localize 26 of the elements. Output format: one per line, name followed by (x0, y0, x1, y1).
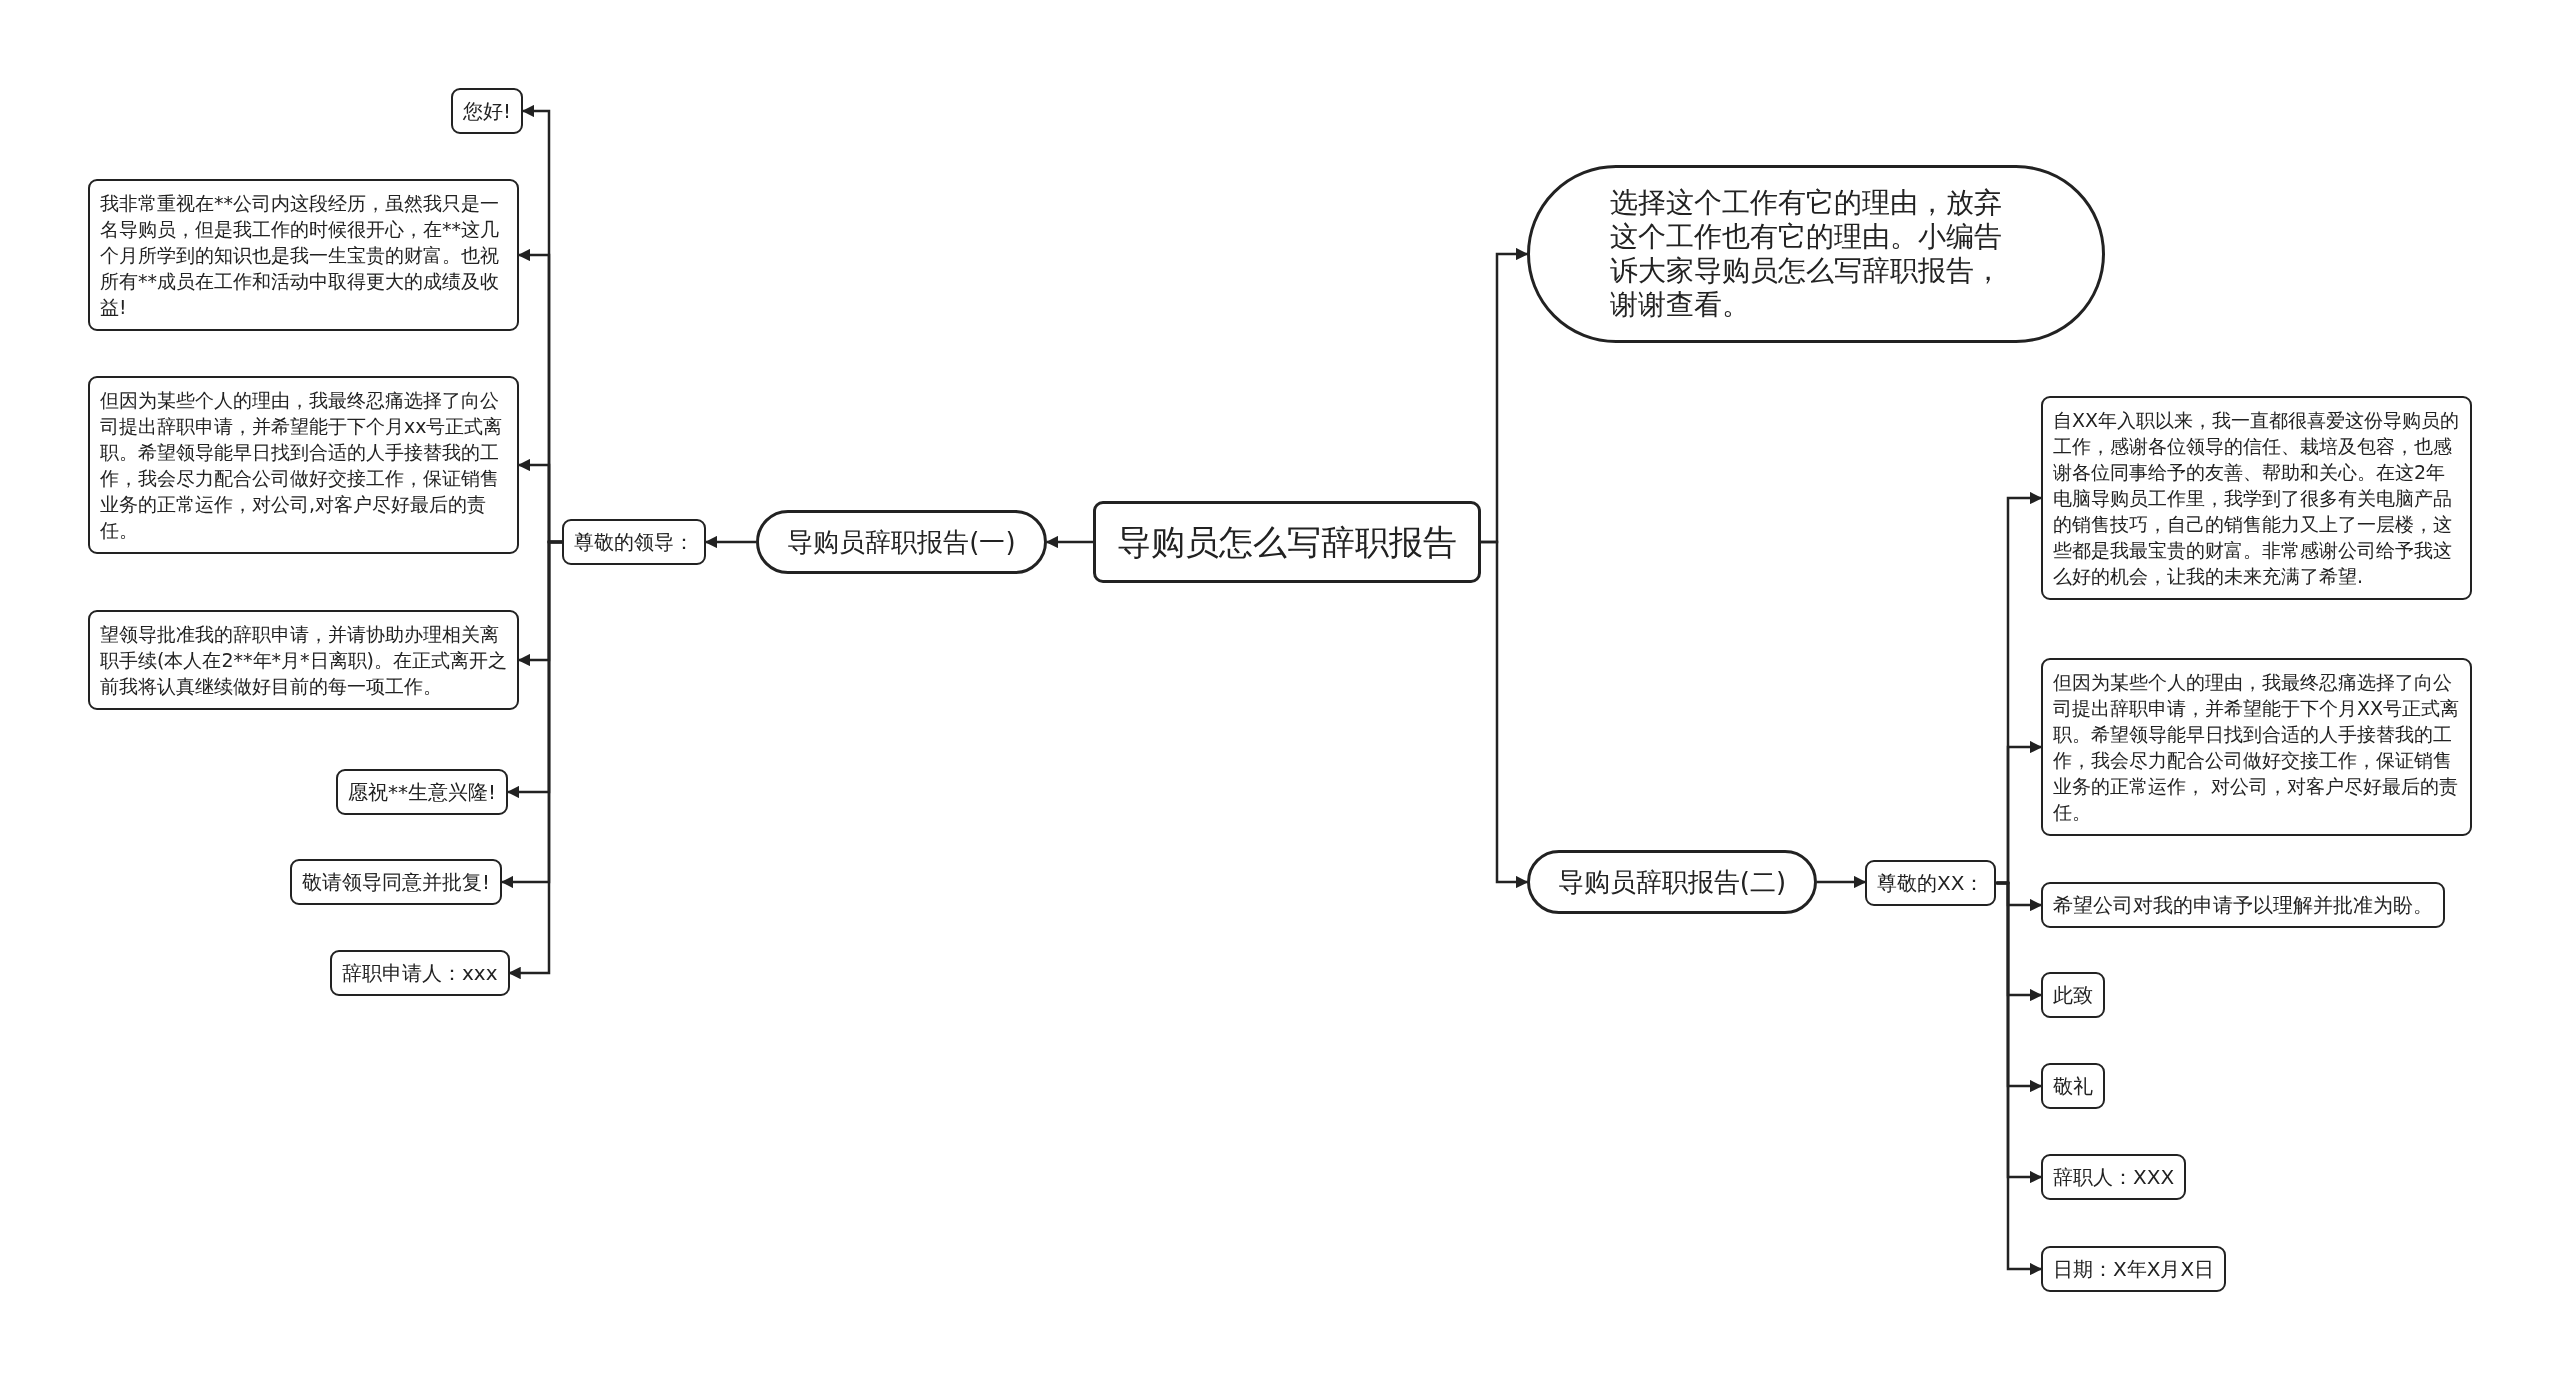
connector-arrow (1045, 535, 1093, 549)
connector-arrow (1817, 875, 1867, 889)
text-box: 愿祝**生意兴隆! (336, 769, 509, 815)
text-box: 尊敬的XX： (1865, 860, 1997, 906)
text-box: 辞职申请人：xxx (330, 950, 510, 996)
text-box: 辞职人：XXX (2041, 1154, 2187, 1200)
connector-arrow (1481, 540, 1529, 889)
text-box: 但因为某些个人的理由，我最终忍痛选择了向公司提出辞职申请，并希望能于下个月xx号正式离职。希望领导能早日找到合适的人手接替我的工作，我会尽力配合公司做好交接工作，保证销售业务的正常运作，对公司,对客户尽好最后的责任。 (88, 376, 519, 554)
text-box: 望领导批准我的辞职申请，并请协助办理相关离职手续(本人在2**年*月*日离职)。在正式离开之前我将认真继续做好目前的每一项工作。 (88, 610, 519, 710)
text-box: 我非常重视在**公司内这段经历，虽然我只是一名导购员，但是我工作的时候很开心，在**这几个月所学到的知识也是我一生宝贵的财富。也祝所有**成员在工作和活动中取得更大的成绩及收益! (88, 179, 519, 331)
text-box: 此致 (2041, 972, 2105, 1018)
text-box: 敬礼 (2041, 1063, 2105, 1109)
text-bubble: 选择这个工作有它的理由，放弃这个工作也有它的理由。小编告诉大家导购员怎么写辞职报告，谢谢查看。 (1527, 165, 2105, 343)
text-box: 尊敬的领导： (562, 519, 706, 565)
central-topic-box: 导购员怎么写辞职报告 (1093, 501, 1481, 583)
text-box: 自XX年入职以来，我一直都很喜爱这份导购员的工作，感谢各位领导的信任、栽培及包容，也感谢各位同事给予的友善、帮助和关心。在这2年电脑导购员工作里，我学到了很多有关电脑产品的销售技巧，自己的销售能力又上了一层楼，这些都是我最宝贵的财富。非常感谢公司给予我这么好的机会，让我的未来充满了希望. (2041, 396, 2472, 600)
topic-pill: 导购员辞职报告(一) (756, 510, 1047, 574)
text-box: 您好! (451, 88, 524, 134)
text-box: 但因为某些个人的理由，我最终忍痛选择了向公司提出辞职申请，并希望能于下个月XX号正式离职。希望领导能早日找到合适的人手接替我的工作，我会尽力配合公司做好交接工作，保证销售业务的正常运作， 对公司，对客户尽好最后的责任。 (2041, 658, 2472, 836)
connector-arrow (508, 540, 562, 980)
topic-pill: 导购员辞职报告(二) (1527, 850, 1817, 914)
text-box: 敬请领导同意并批复! (290, 859, 503, 905)
connector-arrow (704, 535, 756, 549)
text-box: 希望公司对我的申请予以理解并批准为盼。 (2041, 882, 2445, 928)
connector-arrow (1996, 881, 2043, 1276)
text-box: 日期：X年X月X日 (2041, 1246, 2227, 1292)
